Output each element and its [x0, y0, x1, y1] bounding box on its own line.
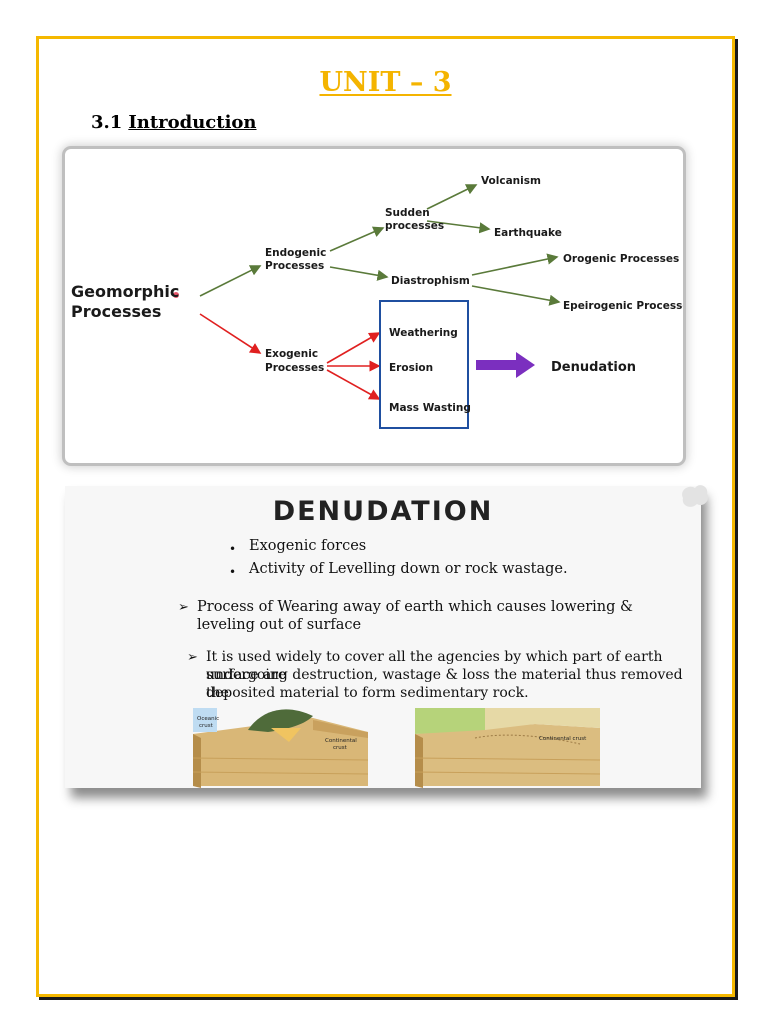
- arrow-root-endogenic: [199, 265, 262, 297]
- denudation-label: Denudation: [551, 360, 636, 375]
- dot-item-1: Exogenic forces: [249, 538, 367, 554]
- arrow-diastrophism-epeirogenic: [471, 285, 561, 306]
- endogenic-arrows: [199, 184, 561, 306]
- root-label-line1: Geomorphic: [71, 282, 179, 301]
- arrow-exogenic-weathering: [326, 332, 381, 364]
- arrow-root-exogenic: [199, 313, 262, 354]
- volcanism-label: Volcanism: [481, 175, 541, 187]
- arrow-sudden-volcanism: [426, 184, 478, 210]
- section-number: 3.1: [91, 112, 123, 133]
- crust-illustration-left: Oceanic crust Continental crust: [193, 708, 368, 788]
- unit-title: UNIT – 3: [319, 67, 452, 98]
- bullet-dot-icon: •: [229, 565, 237, 579]
- arrow-bullet-icon: ➢: [187, 650, 198, 665]
- point-2-line-2: undergoing destruction, wastage & loss t…: [206, 667, 683, 701]
- arrow-bullet-icon: ➢: [178, 600, 189, 615]
- arrow-sudden-earthquake: [426, 220, 491, 234]
- endogenic-label-line1: Endogenic: [265, 247, 326, 259]
- endogenic-label-line2: Processes: [265, 260, 324, 272]
- point-2-line-1: It is used widely to cover all the agenc…: [206, 649, 663, 683]
- continental-crust-label: Continental crust: [539, 736, 587, 742]
- erosion-label: Erosion: [389, 362, 433, 374]
- continental-label-2: crust: [333, 745, 348, 751]
- weathering-label: Weathering: [389, 327, 458, 339]
- pointer-dot: [173, 292, 179, 298]
- point-2-line-3: deposited material to form sedimentary r…: [206, 685, 529, 701]
- arrow-endogenic-sudden: [329, 226, 385, 252]
- continental-label-1: Continental: [325, 738, 357, 744]
- diagram-svg: Geomorphic Processes Endogenic Processes…: [71, 175, 683, 429]
- arrow-diastrophism-orogenic: [471, 253, 559, 276]
- exogenic-arrows: [199, 313, 381, 400]
- point-1-line-2: leveling out of surface: [197, 617, 362, 633]
- section-title: Introduction: [128, 112, 257, 133]
- mass-wasting-label: Mass Wasting: [389, 402, 471, 414]
- sudden-label-line2: processes: [385, 220, 444, 232]
- diastrophism-label: Diastrophism: [391, 275, 470, 287]
- crust-illustration-right: Continental crust: [415, 708, 600, 788]
- denudation-arrow: [476, 352, 535, 378]
- orogenic-label: Orogenic Processes: [563, 253, 679, 265]
- oceanic-label-1: Oceanic: [197, 716, 219, 722]
- corner-decoration-icon: [682, 485, 709, 507]
- denudation-slide: DENUDATION • Exogenic forces • Activity …: [65, 485, 709, 788]
- geomorphic-processes-diagram: Geomorphic Processes Endogenic Processes…: [65, 149, 683, 463]
- bullet-dot-icon: •: [229, 542, 237, 556]
- arrow-exogenic-mass-wasting: [326, 369, 381, 400]
- slide-title: DENUDATION: [272, 496, 494, 527]
- exogenic-box: [379, 300, 469, 429]
- epeirogenic-label: Epeirogenic Processe: [563, 300, 683, 312]
- oceanic-label-2: crust: [199, 723, 214, 729]
- root-label-line2: Processes: [71, 302, 161, 321]
- point-1-line-1: Process of Wearing away of earth which c…: [197, 599, 633, 615]
- exogenic-label-line1: Exogenic: [265, 348, 318, 360]
- dot-item-2: Activity of Levelling down or rock wasta…: [249, 561, 568, 577]
- arrow-endogenic-diastrophism: [329, 266, 389, 281]
- exogenic-label-line2: Processes: [265, 362, 324, 374]
- sudden-label-line1: Sudden: [385, 207, 430, 219]
- earthquake-label: Earthquake: [494, 227, 562, 239]
